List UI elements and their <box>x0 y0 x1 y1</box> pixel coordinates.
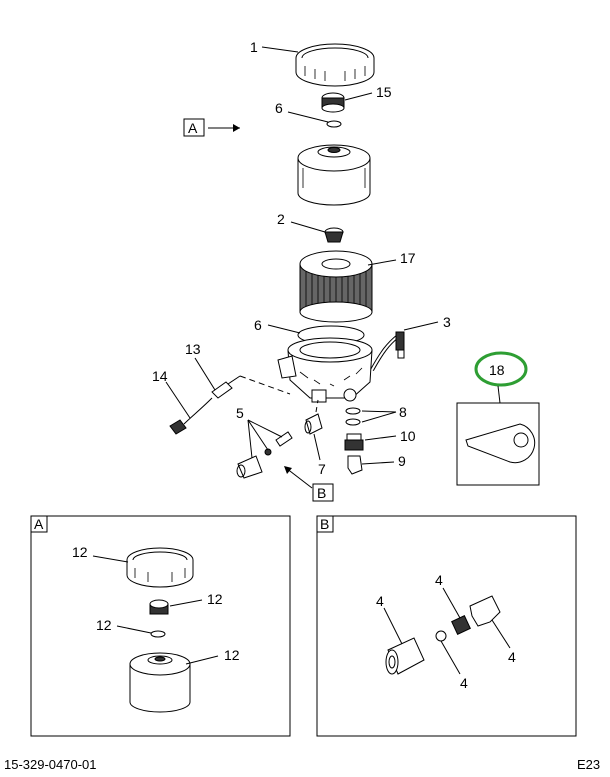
svg-text:A: A <box>188 120 198 136</box>
part-13-sensor <box>211 375 291 399</box>
part-18-bracket-box <box>456 402 540 486</box>
detail-a-callout-3: 12 <box>96 617 112 633</box>
callout-15: 15 <box>376 84 392 100</box>
detail-b-callout-4: 4 <box>508 649 516 665</box>
part-8-o-rings <box>345 407 361 426</box>
part-1-retaining-ring <box>295 43 375 87</box>
svg-text:B: B <box>317 485 326 501</box>
detail-a-o-ring <box>150 630 166 638</box>
part-14-wire-harness <box>169 397 213 435</box>
callout-18: 18 <box>489 362 505 378</box>
callout-17: 17 <box>400 250 416 266</box>
callout-6-lower: 6 <box>254 317 262 333</box>
view-a-flag: A <box>183 118 205 137</box>
detail-b-spring <box>451 615 471 635</box>
detail-b-frame <box>316 515 577 737</box>
detail-b-flag: B <box>316 515 334 533</box>
callout-6-upper: 6 <box>275 100 283 116</box>
callout-5: 5 <box>236 405 244 421</box>
filter-housing-bowl <box>297 144 371 206</box>
callout-9: 9 <box>398 453 406 469</box>
detail-a-housing-bowl <box>129 652 191 713</box>
detail-a-callout-4: 12 <box>224 647 240 663</box>
callout-13: 13 <box>185 341 201 357</box>
callout-1: 1 <box>250 39 258 55</box>
detail-a-frame <box>30 515 291 737</box>
drawing-number: 15-329-0470-01 <box>4 757 97 772</box>
callout-8: 8 <box>399 404 407 420</box>
part-17-filter-element <box>299 250 373 323</box>
callout-2: 2 <box>277 211 285 227</box>
part-7-fitting <box>304 413 323 435</box>
part-2-valve <box>324 227 344 243</box>
detail-b-callout-1: 4 <box>376 593 384 609</box>
callout-7: 7 <box>318 461 326 477</box>
detail-a-flag: A <box>30 515 48 533</box>
part-9-clip <box>347 455 363 475</box>
detail-a-callout-2: 12 <box>207 591 223 607</box>
callout-3: 3 <box>443 314 451 330</box>
part-6-o-ring-upper <box>326 120 342 128</box>
detail-a-cap-nut <box>149 599 169 615</box>
callout-18-highlight <box>474 351 528 387</box>
part-5-fitting-assembly <box>236 431 293 479</box>
part-10-plug <box>344 433 364 451</box>
page-code: E23 <box>577 757 600 772</box>
detail-a-callout-1: 12 <box>72 544 88 560</box>
callout-10: 10 <box>400 428 416 444</box>
detail-b-callout-3: 4 <box>460 675 468 691</box>
view-b-flag: B <box>312 483 334 502</box>
filter-base <box>277 337 373 403</box>
part-3-hose <box>370 331 405 371</box>
svg-text:A: A <box>34 516 44 532</box>
detail-b-nut <box>385 637 425 675</box>
detail-b-callout-2: 4 <box>435 572 443 588</box>
detail-b-ball <box>435 630 447 642</box>
detail-b-clip <box>469 595 501 627</box>
part-15-cap-nut <box>321 92 345 113</box>
callout-14: 14 <box>152 368 168 384</box>
detail-a-retaining-ring <box>126 547 194 588</box>
svg-text:B: B <box>320 516 329 532</box>
